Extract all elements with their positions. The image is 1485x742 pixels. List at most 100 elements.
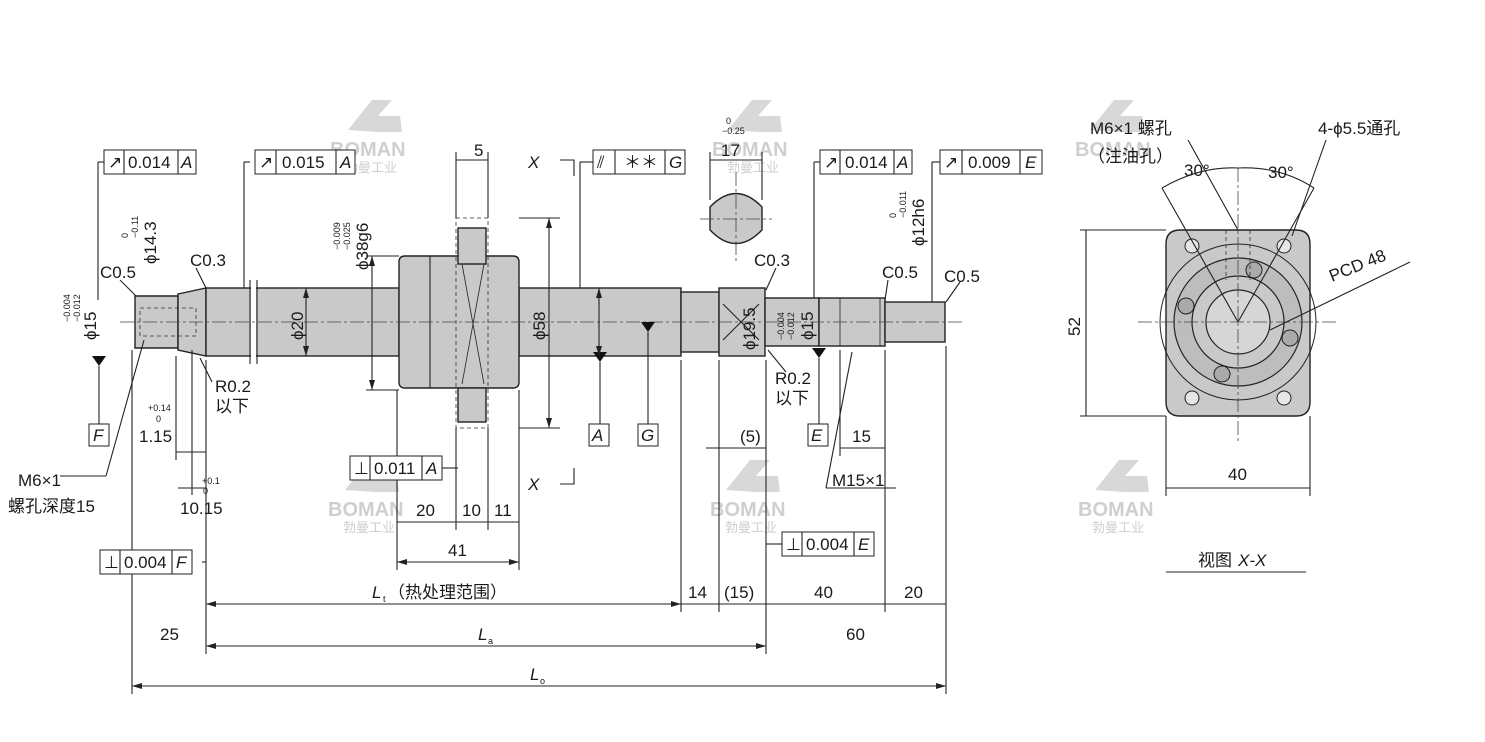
svg-text:−0.11: −0.11 (130, 216, 140, 238)
label-section-x-bottom: X (527, 475, 540, 494)
svg-text:0.004: 0.004 (806, 535, 849, 554)
svg-text:a: a (488, 636, 493, 646)
svg-text:0.009: 0.009 (968, 153, 1011, 172)
label-dim5paren: (5) (740, 427, 761, 446)
svg-text:0.015: 0.015 (282, 153, 325, 172)
nut-bottom-boss (457, 387, 487, 423)
svg-text:E: E (858, 535, 870, 554)
label-through-hole: 4-ϕ5.5通孔 (1318, 119, 1400, 138)
svg-text:0.004: 0.004 (124, 553, 167, 572)
label-dim25: 25 (160, 625, 179, 644)
svg-text:0: 0 (888, 213, 898, 218)
label-phi38: ϕ38g6 (353, 223, 372, 270)
tolerance-frame-3: ⫽ ＊＊ G (592, 149, 686, 175)
label-phi15-left: ϕ15 (81, 312, 100, 340)
label-m6-depth: 螺孔深度15 (8, 497, 95, 516)
label-angle-left: 30° (1184, 161, 1210, 180)
label-c05-right: C0.5 (882, 263, 918, 282)
svg-text:E: E (811, 426, 823, 445)
label-c05-left: C0.5 (100, 263, 136, 282)
svg-text:F: F (176, 553, 188, 572)
label-dim15: 15 (852, 427, 871, 446)
label-pcd: PCD 48 (1326, 246, 1388, 286)
svg-text:⊥: ⊥ (354, 459, 369, 478)
label-c03-left: C0.3 (190, 251, 226, 270)
label-dim20b: 20 (904, 583, 923, 602)
label-lt: L (372, 583, 381, 602)
svg-text:勃曼工业: 勃曼工业 (1092, 520, 1144, 535)
watermark-logo-6: BOMAN 勃曼工业 (1078, 460, 1154, 535)
label-oil-hole: （注油孔） (1088, 147, 1173, 166)
svg-text:勃曼工业: 勃曼工业 (725, 520, 777, 535)
svg-text:−0.009: −0.009 (332, 222, 342, 250)
svg-text:↗: ↗ (944, 153, 958, 172)
label-dim5: 5 (474, 141, 483, 160)
label-la: L (478, 625, 487, 644)
svg-text:0: 0 (203, 486, 208, 496)
datum-flag-g: G (637, 423, 659, 447)
svg-text:BOMAN: BOMAN (1075, 139, 1151, 161)
label-section-x-top: X (527, 153, 540, 172)
label-phi12: ϕ12h6 (909, 199, 928, 246)
arrowheads (132, 218, 946, 689)
svg-text:+0.14: +0.14 (148, 403, 171, 413)
svg-text:−0.25: −0.25 (722, 126, 745, 136)
svg-text:E: E (1025, 153, 1037, 172)
svg-text:0.014: 0.014 (845, 153, 888, 172)
tolerance-frame-8: ⊥ 0.004 E (781, 531, 875, 557)
label-phi20: ϕ20 (288, 312, 307, 340)
svg-text:BOMAN: BOMAN (328, 499, 404, 521)
svg-text:0: 0 (120, 233, 130, 238)
dimension-labels: C0.5 C0.3 C0.3 C0.5 C0.5 ϕ15 −0.004 −0.0… (8, 116, 980, 686)
svg-text:BOMAN: BOMAN (1078, 499, 1154, 521)
tolerance-frame-7: ⊥ 0.004 F (99, 549, 193, 575)
svg-text:A: A (425, 459, 437, 478)
svg-text:↗: ↗ (259, 153, 273, 172)
svg-text:0.014: 0.014 (128, 153, 171, 172)
svg-text:↗: ↗ (824, 153, 838, 172)
label-phi143: ϕ14.3 (141, 221, 160, 264)
label-m6: M6×1 (18, 471, 61, 490)
label-m6-hole: M6×1 螺孔 (1090, 119, 1172, 138)
svg-text:A: A (896, 153, 908, 172)
label-r02-left: R0.2 (215, 377, 251, 396)
label-dim1015: 10.15 (180, 499, 223, 518)
label-lo: L (530, 665, 539, 684)
label-c05-end: C0.5 (944, 267, 980, 286)
svg-text:＊＊: ＊＊ (624, 153, 658, 172)
label-phi195: ϕ19.5 (740, 307, 759, 350)
svg-text:G: G (641, 426, 654, 445)
label-lt-note: （热处理范围） (388, 583, 507, 602)
label-dim40: 40 (814, 583, 833, 602)
label-dim20: 20 (416, 501, 435, 520)
label-phi58: ϕ58 (530, 312, 549, 340)
svg-text:勃曼工业: 勃曼工业 (727, 160, 779, 175)
flat-section-detail (700, 172, 772, 262)
svg-text:0: 0 (726, 116, 731, 126)
svg-text:BOMAN: BOMAN (712, 139, 788, 161)
svg-text:−0.004: −0.004 (62, 294, 72, 322)
label-height-52: 52 (1065, 317, 1084, 336)
svg-text:−0.012: −0.012 (72, 294, 82, 322)
svg-text:−0.004: −0.004 (776, 312, 786, 340)
svg-text:0: 0 (156, 414, 161, 424)
tolerance-frame-6: ⊥ 0.011 A (349, 455, 443, 481)
label-dim14: 14 (688, 583, 707, 602)
svg-text:⊥: ⊥ (786, 535, 801, 554)
label-yixia-left: 以下 (215, 397, 249, 416)
svg-text:−0.011: −0.011 (898, 191, 908, 218)
label-dim115: 1.15 (139, 427, 172, 446)
svg-text:A: A (180, 153, 192, 172)
label-yixia-right: 以下 (775, 389, 809, 408)
label-dim17: 17 (721, 141, 740, 160)
svg-text:o: o (540, 676, 545, 686)
svg-text:−0.012: −0.012 (786, 312, 796, 340)
tolerance-frame-5: ↗ 0.009 E (939, 149, 1043, 175)
watermark-logo-5: BOMAN 勃曼工业 (710, 460, 786, 535)
label-view-name: X-X (1237, 551, 1267, 570)
label-m15: M15×1 (832, 471, 884, 490)
svg-text:A: A (591, 426, 603, 445)
label-c03-right: C0.3 (754, 251, 790, 270)
svg-text:−0.025: −0.025 (342, 222, 352, 250)
